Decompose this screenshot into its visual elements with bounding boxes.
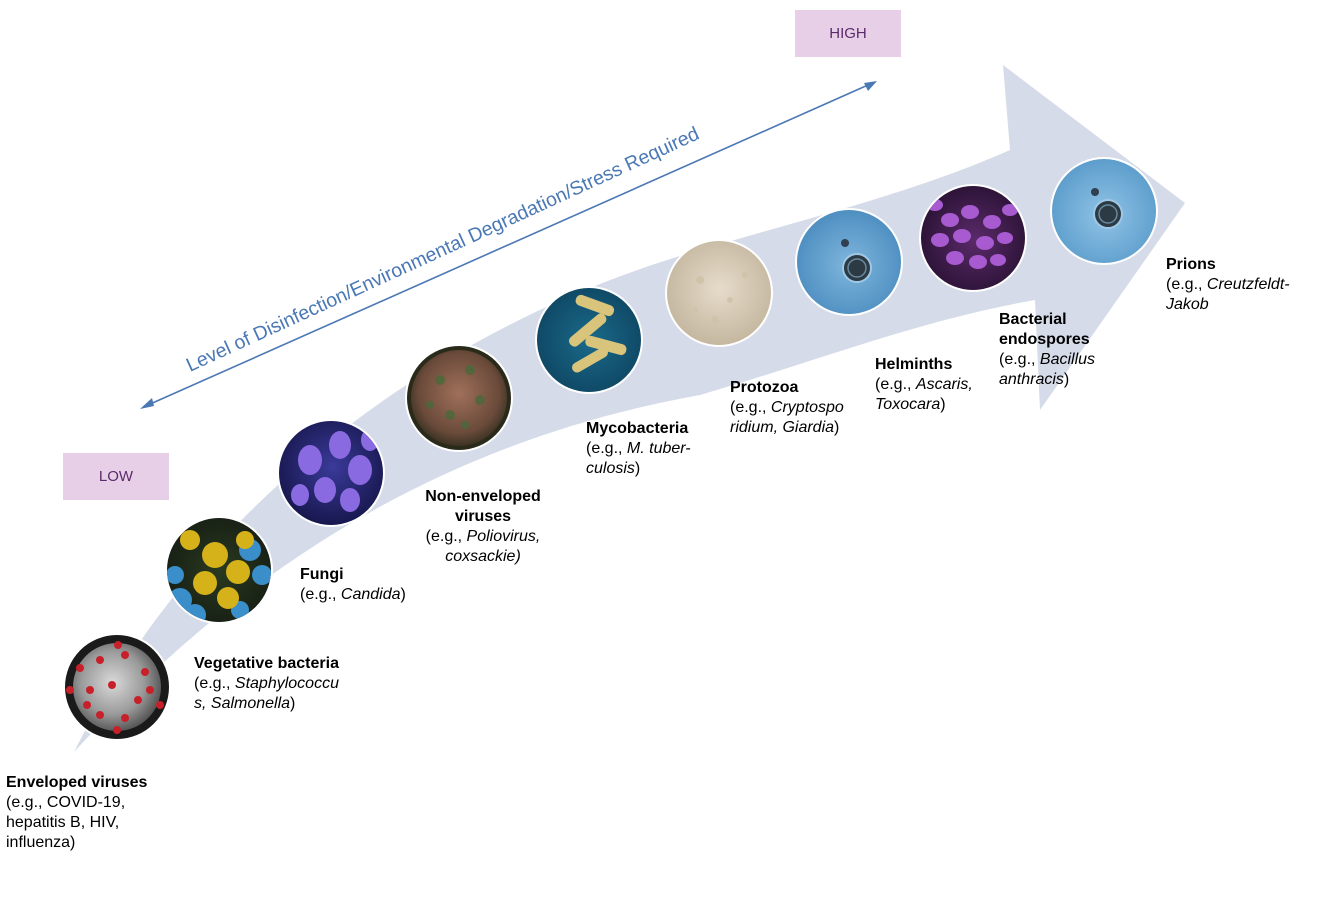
mycobacteria-image xyxy=(535,286,643,394)
staphylococcus-image xyxy=(165,516,273,624)
organism-example: s, Salmonella) xyxy=(194,694,394,714)
eg-italic: ridium, Giardia xyxy=(730,419,835,436)
eg-suffix: ) xyxy=(834,419,840,436)
eg-italic: Candida xyxy=(340,586,401,603)
eg-suffix: ) xyxy=(400,586,406,603)
eg-italic: Bacillus xyxy=(1039,351,1096,368)
endospores-image xyxy=(919,184,1027,292)
eg-suffix: ) xyxy=(1063,371,1070,388)
progression-band-arrow xyxy=(74,65,1185,752)
organism-example: Toxocara) xyxy=(875,395,1005,415)
helminth-egg-image xyxy=(795,208,903,316)
eg-italic: Jakob xyxy=(1166,296,1209,313)
eg-prefix: (e.g., xyxy=(730,399,771,416)
label-mycobacteria: Mycobacteria (e.g., M. tuber- culosis) xyxy=(586,419,726,479)
organism-example: (e.g., Ascaris, xyxy=(875,375,1005,395)
label-non-enveloped-viruses: Non-enveloped viruses (e.g., Poliovirus,… xyxy=(413,487,553,567)
eg-prefix: (e.g., xyxy=(586,440,627,457)
organism-name: viruses xyxy=(454,508,512,525)
organism-example: (e.g., Candida) xyxy=(300,585,450,605)
eg-italic: culosis xyxy=(586,460,635,477)
label-bacterial-endospores: Bacterial endospores (e.g., Bacillus ant… xyxy=(999,310,1129,390)
protozoa-image xyxy=(665,239,773,347)
organism-name: endospores xyxy=(999,331,1090,348)
eg-italic: M. tuber- xyxy=(626,440,691,457)
organism-example: (e.g., Staphylococcu xyxy=(194,674,394,694)
organism-name: Prions xyxy=(1166,256,1216,273)
organism-name: Fungi xyxy=(300,566,344,583)
organism-example-line: hepatitis B, HIV, xyxy=(6,814,120,831)
eg-italic: Cryptospo xyxy=(770,399,844,416)
organism-name: Mycobacteria xyxy=(586,420,689,437)
organism-example: (e.g., Cryptospo xyxy=(730,398,880,418)
organism-example: (e.g., Creutzfeldt- xyxy=(1166,275,1316,295)
eg-suffix: ) xyxy=(940,396,946,413)
eg-prefix: (e.g., xyxy=(300,586,341,603)
eg-italic: Staphylococcu xyxy=(234,675,339,692)
label-enveloped-viruses: Enveloped viruses (e.g., COVID-19, hepat… xyxy=(6,773,206,853)
eg-italic: coxsackie) xyxy=(445,548,521,565)
organism-name: Protozoa xyxy=(730,379,799,396)
prion-image xyxy=(1050,157,1158,265)
organism-name: Non-enveloped xyxy=(425,488,541,505)
axis-arrow xyxy=(140,81,877,409)
organism-example: Jakob xyxy=(1166,295,1316,315)
organism-example: (e.g., Poliovirus, xyxy=(413,527,553,547)
label-protozoa: Protozoa (e.g., Cryptospo ridium, Giardi… xyxy=(730,378,880,438)
eg-prefix: (e.g., xyxy=(194,675,235,692)
label-prions: Prions (e.g., Creutzfeldt- Jakob xyxy=(1166,255,1316,315)
poliovirus-image xyxy=(405,344,513,452)
eg-suffix: ) xyxy=(634,460,641,477)
organism-example: (e.g., Bacillus xyxy=(999,350,1129,370)
organism-example-line: (e.g., COVID-19, xyxy=(6,794,126,811)
eg-italic: s, Salmonella xyxy=(194,695,291,712)
eg-suffix: ) xyxy=(290,695,296,712)
organism-example: culosis) xyxy=(586,459,726,479)
eg-italic: Poliovirus, xyxy=(466,528,541,545)
eg-prefix: (e.g., xyxy=(999,351,1040,368)
eg-italic: Creutzfeldt- xyxy=(1206,276,1290,293)
label-vegetative-bacteria: Vegetative bacteria (e.g., Staphylococcu… xyxy=(194,654,394,714)
high-badge: HIGH xyxy=(795,10,901,57)
eg-prefix: (e.g., xyxy=(1166,276,1207,293)
label-fungi: Fungi (e.g., Candida) xyxy=(300,565,450,605)
organism-example: anthracis) xyxy=(999,370,1129,390)
organism-example: ridium, Giardia) xyxy=(730,418,880,438)
eg-italic: anthracis xyxy=(999,371,1064,388)
organism-name: Enveloped viruses xyxy=(6,774,148,791)
organism-name: Helminths xyxy=(875,356,953,373)
organism-example: (e.g., M. tuber- xyxy=(586,439,726,459)
candida-image xyxy=(277,419,385,527)
eg-italic: Toxocara xyxy=(875,396,941,413)
label-helminths: Helminths (e.g., Ascaris, Toxocara) xyxy=(875,355,1005,415)
coronavirus-image xyxy=(63,633,171,741)
organism-example-line: influenza) xyxy=(6,834,76,851)
organism-name: Vegetative bacteria xyxy=(194,655,339,672)
eg-italic: Ascaris, xyxy=(915,376,973,393)
low-badge: LOW xyxy=(63,453,169,500)
organism-name: Bacterial xyxy=(999,311,1067,328)
eg-prefix: (e.g., xyxy=(425,528,467,545)
organism-example: coxsackie) xyxy=(413,547,553,567)
eg-prefix: (e.g., xyxy=(875,376,916,393)
